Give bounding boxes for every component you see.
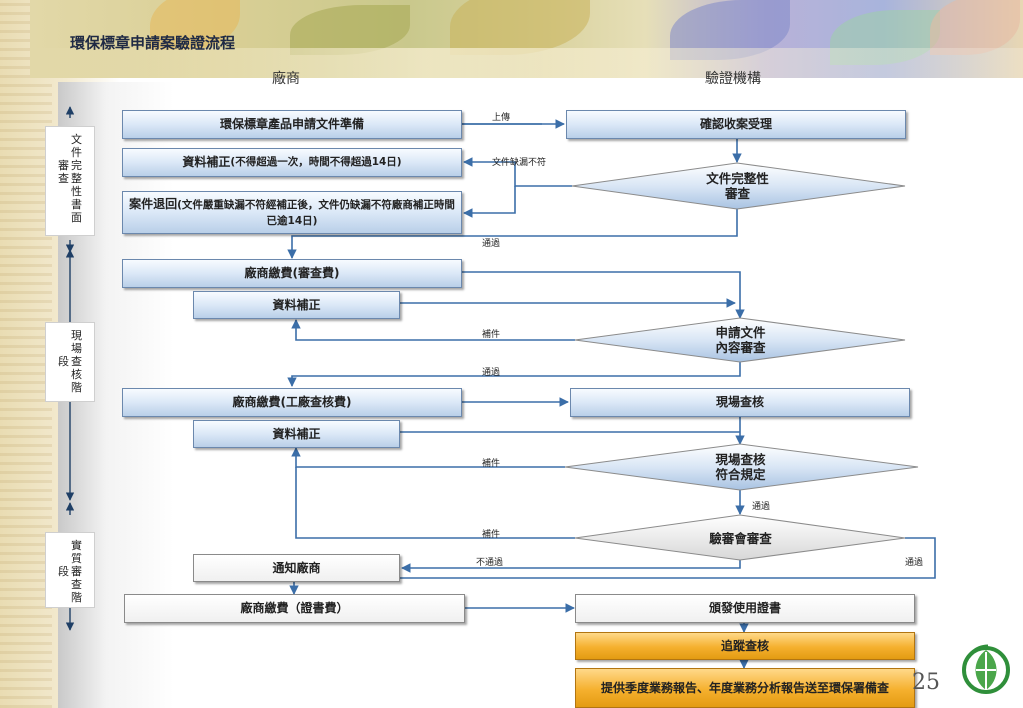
- supplement-box-3: 資料補正: [193, 420, 400, 448]
- edge-label-pass-2: 通過: [482, 368, 501, 378]
- pay-certificate-fee-box: 廠商繳費（證書費）: [124, 594, 465, 623]
- edge-label-supplement-c: 補件: [482, 530, 501, 540]
- edge-label-missing: 文件缺漏不符: [492, 158, 547, 168]
- content-check-line-1: 申請文件: [715, 325, 766, 340]
- report-submission-box: 提供季度業務報告、年度業務分析報告送至環保署備查: [575, 668, 915, 708]
- case-returned-box: 案件退回(文件嚴重缺漏不符經補正後，文件仍缺漏不符廠商補正時間已逾14日): [122, 191, 462, 234]
- supplement-box-2: 資料補正: [193, 291, 400, 319]
- case-returned-note: (文件嚴重缺漏不符經補正後，文件仍缺漏不符廠商補正時間已逾14日): [177, 198, 455, 227]
- stage-label-substantive-review: 實質審查階 段: [45, 532, 95, 608]
- supplement-box-1: 資料補正(不得超過一次，時間不得超過14日): [122, 148, 462, 177]
- notify-applicant-box: 通知廠商: [193, 554, 400, 582]
- stage-label-col: 審查: [58, 159, 69, 185]
- edge-label-fail: 不通過: [476, 558, 504, 568]
- edge-label-pass-4: 通過: [905, 558, 924, 568]
- edge-label-supplement-b: 補件: [482, 459, 501, 469]
- column-header-applicant: 廠商: [272, 71, 300, 87]
- committee-line-1: 驗審會審查: [709, 530, 772, 546]
- stage-label-col: 文件完整性書面: [71, 133, 82, 224]
- case-returned-main: 案件退回: [129, 196, 178, 211]
- content-check-line-2: 內容審查: [715, 340, 766, 355]
- doc-check-line-2: 審查: [724, 186, 750, 201]
- page-number: 25: [912, 670, 940, 695]
- supplement-box-1-main: 資料補正: [182, 155, 231, 169]
- site-check-decision: 現場查核 符合規定: [653, 449, 828, 485]
- doc-check-decision: 文件完整性 審查: [650, 168, 825, 204]
- supplement-box-1-note: (不得超過一次，時間不得超過14日): [230, 156, 402, 168]
- flow-arrows: [287, 119, 936, 669]
- site-audit-box: 現場查核: [570, 388, 910, 417]
- doc-check-line-1: 文件完整性: [706, 171, 769, 186]
- column-header-verifier: 驗證機構: [705, 71, 761, 87]
- prepare-documents-box: 環保標章產品申請文件準備: [122, 110, 462, 139]
- stage-label-site-audit: 現場查核階 段: [45, 322, 95, 402]
- decision-shapes: [564, 162, 919, 561]
- pay-review-fee-box: 廠商繳費(審查費): [122, 259, 462, 288]
- edge-label-pass-3: 通過: [752, 502, 771, 512]
- site-check-line-2: 符合規定: [715, 467, 766, 482]
- content-check-decision: 申請文件 內容審查: [653, 322, 828, 358]
- edge-label-upload: 上傳: [492, 113, 511, 123]
- site-check-line-1: 現場查核: [715, 452, 766, 467]
- issue-certificate-box: 頒發使用證書: [575, 594, 915, 623]
- edge-label-supplement-a: 補件: [482, 330, 501, 340]
- page-title: 環保標章申請案驗證流程: [70, 34, 236, 52]
- pay-audit-fee-box: 廠商繳費(工廠查核費): [122, 388, 462, 417]
- follow-up-audit-box: 追蹤查核: [575, 632, 915, 660]
- stage-label-document-review: 文件完整性書面 審查: [45, 126, 95, 236]
- committee-decision: 驗審會審查: [653, 527, 828, 549]
- eco-label-logo-icon: [962, 644, 1010, 694]
- confirm-receipt-box: 確認收案受理: [566, 110, 906, 139]
- banner-strip: [30, 48, 1023, 78]
- edge-label-pass-1: 通過: [482, 239, 501, 249]
